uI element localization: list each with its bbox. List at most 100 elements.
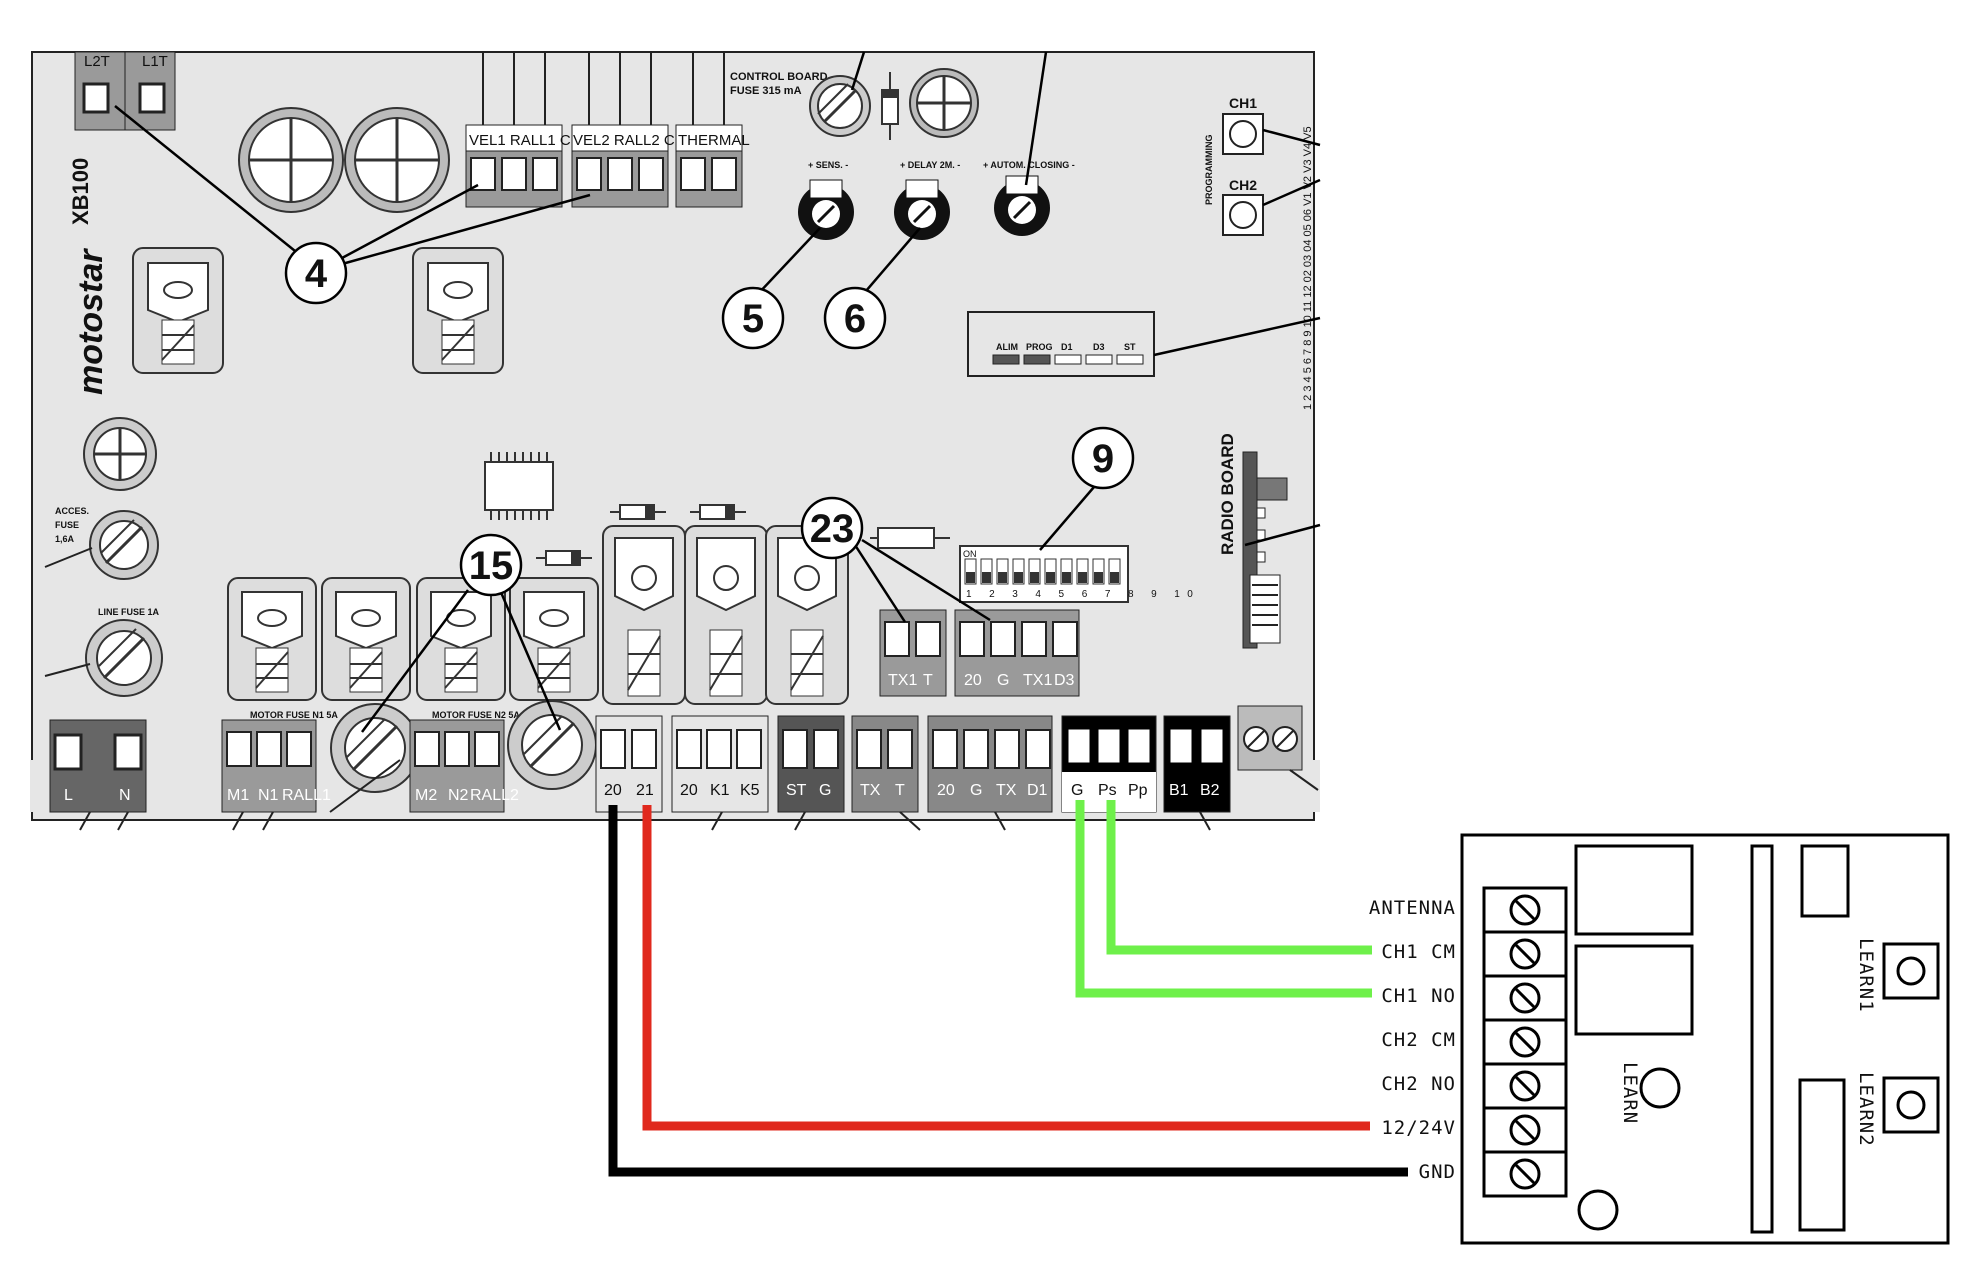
control-fuse-label-1: CONTROL BOARD	[730, 71, 828, 83]
trimmer-sens	[798, 179, 854, 240]
dip-on-label: ON	[963, 549, 977, 559]
g4-tx1-label: TX1	[1023, 672, 1052, 689]
acces-fuse-label-3: 1,6A	[55, 534, 75, 544]
callout-leaders	[114, 51, 1321, 733]
stg-g-label: G	[819, 782, 831, 799]
motor-fuse-n1-label: MOTOR FUSE N1 5A	[250, 710, 338, 720]
delay-label: + DELAY 2M. -	[900, 160, 960, 170]
connector-thermal: THERMAL	[675, 124, 750, 208]
led-d3-label: D3	[1093, 342, 1105, 352]
relay-left-1	[132, 247, 224, 374]
connector-tx1-t: TX1 T	[879, 609, 947, 697]
learn1-label: LEARN1	[1855, 938, 1877, 1013]
motor-fuse-n2-label: MOTOR FUSE N2 5A	[432, 710, 520, 720]
dip-switch: ON 1 2 3 4 5 6 7 8 9 10	[959, 545, 1200, 603]
capacitor-pair	[238, 107, 450, 213]
control-fuse-label-2: FUSE 315 mA	[730, 85, 802, 97]
ch2-button	[1222, 194, 1264, 236]
line-fuse-label: LINE FUSE 1A	[98, 607, 160, 617]
l2t-l1t-connector: L2T L1T	[74, 51, 176, 131]
m1-label: M1	[227, 787, 249, 804]
d1-20-label: 20	[937, 782, 955, 799]
b2-label: B2	[1200, 782, 1220, 799]
diode-row	[536, 504, 950, 566]
radio-board-slot	[1242, 451, 1288, 649]
callout-23: 23	[800, 496, 864, 560]
tx-label: TX	[860, 782, 881, 799]
connector-b1-b2: B1 B2	[1163, 715, 1231, 813]
wire-gnd-black	[608, 805, 1408, 1177]
small-capacitor-left	[83, 417, 157, 491]
led-panel: ALIM PROG D1 D3 ST	[967, 311, 1155, 377]
t-label: T	[923, 672, 933, 689]
svg-text:9: 9	[1092, 437, 1114, 481]
wire-ch1-cm-green	[1106, 800, 1372, 955]
tx1-label: TX1	[888, 672, 917, 689]
sens-label: + SENS. -	[808, 160, 848, 170]
screw-block-right	[1237, 705, 1303, 771]
k5-label: K5	[740, 782, 760, 799]
ch1-button	[1222, 113, 1264, 155]
connector-g-ps-pp: G Ps Pp	[1061, 715, 1157, 813]
learn-label: LEARN	[1619, 1062, 1641, 1124]
ic-chip	[484, 452, 554, 520]
trimmer-autom-closing	[994, 175, 1050, 236]
ps-label: Ps	[1098, 782, 1117, 799]
callout-15: 15	[459, 533, 523, 597]
gpp-g-label: G	[1071, 782, 1083, 799]
wire-12-24v-red	[642, 805, 1370, 1131]
radio-board-label: RADIO BOARD	[1218, 433, 1237, 555]
svg-text:15: 15	[469, 544, 514, 588]
connector-l-n: L N	[49, 719, 147, 813]
brand-logo: motostar	[72, 248, 110, 395]
relay-left-2	[412, 247, 504, 374]
b1-label: B1	[1169, 782, 1189, 799]
n1-label: N1	[258, 787, 279, 804]
led-prog-label: PROG	[1026, 342, 1053, 352]
k1-label: K1	[710, 782, 730, 799]
connector-d1: 20 G TX D1	[927, 715, 1053, 813]
vel1-label: VEL1 RALL1 COM1	[469, 132, 603, 149]
led-st-label: ST	[1124, 342, 1136, 352]
trimmer-delay	[894, 179, 950, 240]
learn2-label: LEARN2	[1855, 1072, 1877, 1147]
n2-label: N2	[448, 787, 469, 804]
callout-6: 6	[823, 286, 887, 350]
rall2-label: RALL2	[470, 787, 519, 804]
relay-row-bottom	[227, 525, 849, 705]
connector-k1-k5: 20 K1 K5	[671, 715, 769, 813]
ch1-label: CH1	[1229, 95, 1257, 111]
l2t-label: L2T	[84, 53, 110, 70]
d1-tx-label: TX	[996, 782, 1017, 799]
programming-label: PROGRAMMING	[1204, 135, 1214, 206]
connector-g4: 20 G TX1 D3	[954, 609, 1080, 697]
terminal-ch2-cm-label: CH2 CM	[1381, 1029, 1456, 1051]
connector-vel2: VEL2 RALL2 COM2	[571, 124, 707, 208]
capacitor-small	[909, 68, 979, 138]
acces-fuse-label-2: FUSE	[55, 520, 79, 530]
callout-4: 4	[284, 241, 348, 305]
vertical-pin-digits: 1 2 3 4 5 6 7 8 9 10 11 12 02 03 04 05 0…	[1302, 126, 1314, 410]
g4-20-label: 20	[964, 672, 982, 689]
txt-t-label: T	[895, 782, 905, 799]
m2-label: M2	[415, 787, 437, 804]
terminal-ch1-no-label: CH1 NO	[1381, 985, 1456, 1007]
dip-numbers: 1 2 3 4 5 6 7 8 9 10	[966, 589, 1200, 600]
receiver-module: ANTENNA CH1 CM CH1 NO CH2 CM CH2 NO 12/2…	[1369, 833, 1950, 1245]
thermal-label: THERMAL	[678, 132, 750, 149]
terminal-ch2-no-label: CH2 NO	[1381, 1073, 1456, 1095]
motor-fuse-n1	[330, 703, 420, 793]
led-d1-label: D1	[1061, 342, 1073, 352]
rall1-label: RALL1	[282, 787, 331, 804]
vel2-label: VEL2 RALL2 COM2	[573, 132, 707, 149]
terminal-ch1-cm-label: CH1 CM	[1381, 941, 1456, 963]
g4-d3-label: D3	[1054, 672, 1075, 689]
l1t-label: L1T	[142, 53, 168, 70]
connector-20-21: 20 21	[595, 715, 663, 813]
connector-m1: M1 N1 RALL1	[221, 719, 331, 813]
d1-g-label: G	[970, 782, 982, 799]
terminal-antenna-label: ANTENNA	[1369, 897, 1456, 919]
g4-g-label: G	[997, 672, 1009, 689]
ch2-label: CH2	[1229, 177, 1257, 193]
